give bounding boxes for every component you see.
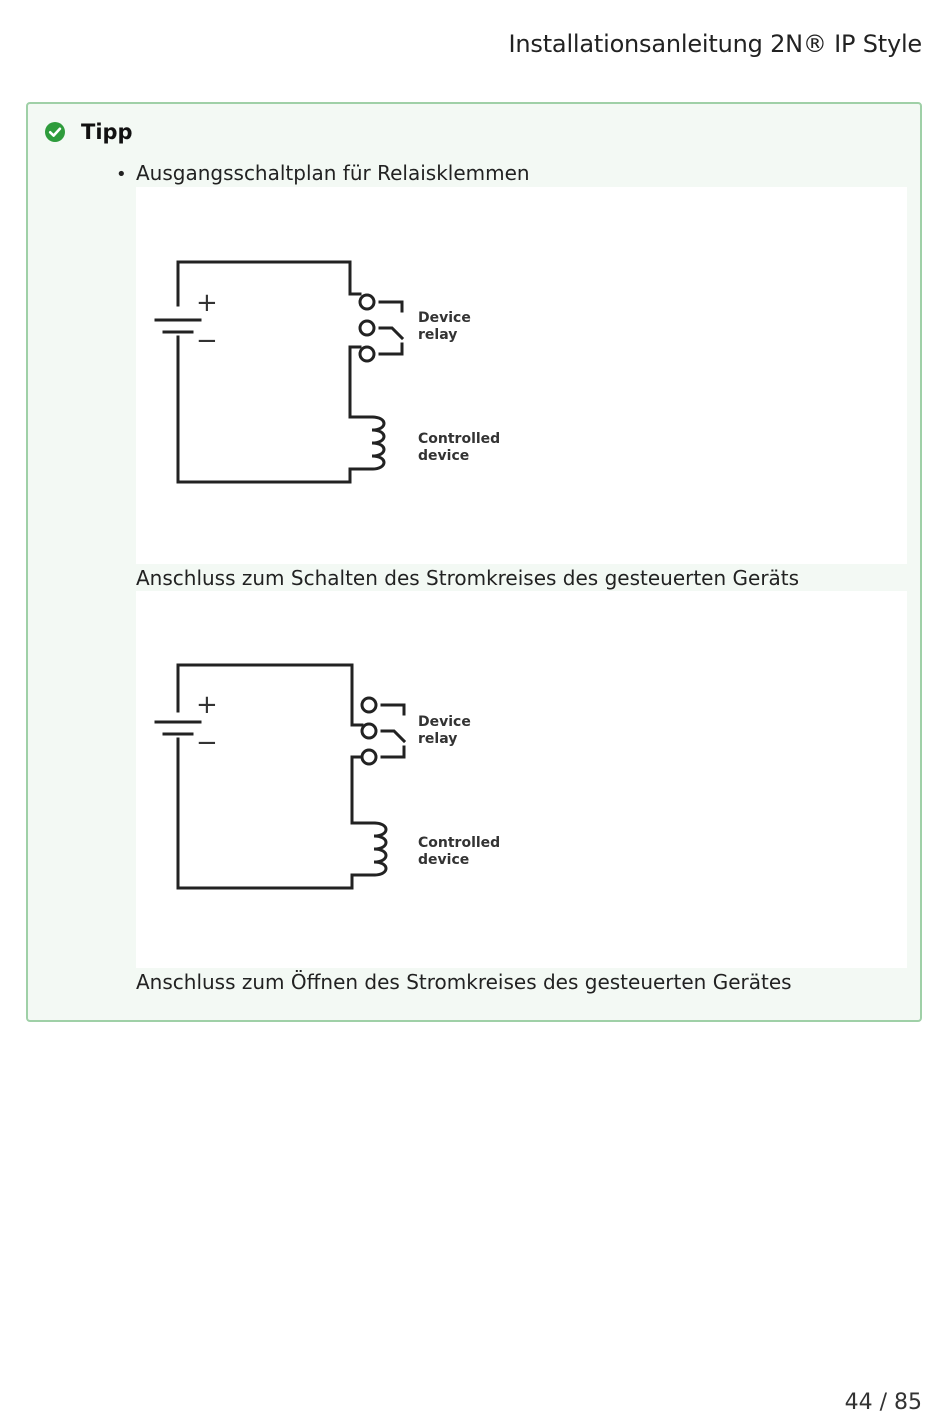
bullet-icon: • [116,164,127,185]
device-label-line1: Controlled [418,835,500,851]
relay-contact-2 [360,722,378,740]
relay-arm-mid [378,326,405,341]
coil [372,821,388,877]
wire-relay-out [348,345,362,419]
device-label-line2: device [418,448,469,464]
relay-arm-bottom [378,342,404,356]
circuit-diagram-opening-svg: + − Device relay Controlled device [154,663,500,890]
relay-contact-3 [358,345,376,363]
page-header-title: Installationsanleitung 2N® IP Style [508,30,923,58]
device-label-line1: Controlled [418,431,500,447]
wire-coil-out [350,873,376,890]
relay-contact-1 [360,696,378,714]
bullet-text: Ausgangsschaltplan für Relaisklemmen [136,161,530,185]
tip-heading: Tipp [44,120,133,144]
relay-arm-bottom [380,745,406,759]
list-item: • Ausgangsschaltplan für Relaisklemmen [116,161,530,185]
relay-arm-top [378,300,404,313]
coil [370,415,386,471]
check-circle-icon [45,122,65,142]
minus-sign: − [196,728,218,758]
relay-contact-1 [358,293,376,311]
relay-arm-top [380,703,406,716]
relay-contact-2 [358,319,376,337]
wire-relay-out [350,755,364,825]
circuit-diagram-opening: + − Device relay Controlled device [136,591,907,968]
figure-caption-2: Anschluss zum Öffnen des Stromkreises de… [136,970,792,994]
device-label-line2: device [418,852,469,868]
relay-label-line2: relay [418,327,457,343]
relay-contact-3 [360,748,378,766]
tip-box: Tipp • Ausgangsschaltplan für Relaisklem… [26,102,922,1022]
plus-sign: + [196,288,218,318]
circuit-diagram-switching: + − Device relay Controlled device [136,187,907,564]
circuit-diagram-switching-svg: + − Device relay Controlled device [154,260,500,484]
tip-title: Tipp [81,120,133,144]
relay-arm-mid [380,729,407,744]
plus-sign: + [196,690,218,720]
wire-coil-out [348,467,374,484]
relay-label-line1: Device [418,714,471,730]
minus-sign: − [196,326,218,356]
relay-label-line2: relay [418,731,457,747]
figure-caption-1: Anschluss zum Schalten des Stromkreises … [136,566,800,590]
page-number: 44 / 85 [844,1390,922,1415]
relay-label-line1: Device [418,310,471,326]
